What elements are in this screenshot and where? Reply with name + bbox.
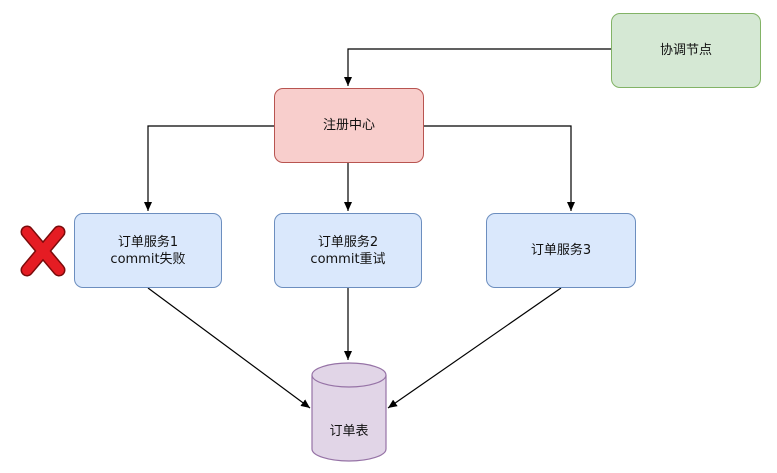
coordinator-label: 协调节点 <box>659 43 712 58</box>
order-service-2-node[interactable]: 订单服务2 commit重试 <box>274 213 422 288</box>
order-service-3-name: 订单服务3 <box>530 243 592 258</box>
order-table-database-node[interactable]: 订单表 <box>311 362 387 462</box>
order-service-1-node[interactable]: 订单服务1 commit失败 <box>74 213 222 288</box>
edge-coordinator-to-registry <box>344 48 611 86</box>
edge-service3-to-table <box>387 287 562 409</box>
red-x-icon <box>18 224 68 278</box>
edge-registry-to-service3 <box>424 125 575 211</box>
registry-label: 注册中心 <box>322 118 375 133</box>
order-service-1-status: commit失败 <box>110 251 186 267</box>
edge-registry-to-service1 <box>144 125 274 211</box>
order-service-3-node[interactable]: 订单服务3 <box>486 213 636 288</box>
order-service-1-name: 订单服务1 <box>117 234 179 250</box>
database-cylinder-icon <box>311 362 387 462</box>
order-service-2-status: commit重试 <box>310 251 386 267</box>
registry-node[interactable]: 注册中心 <box>274 88 424 163</box>
order-table-label: 订单表 <box>329 424 369 439</box>
coordinator-node[interactable]: 协调节点 <box>611 13 761 88</box>
order-service-2-name: 订单服务2 <box>317 234 379 250</box>
edge-service1-to-table <box>147 287 311 409</box>
